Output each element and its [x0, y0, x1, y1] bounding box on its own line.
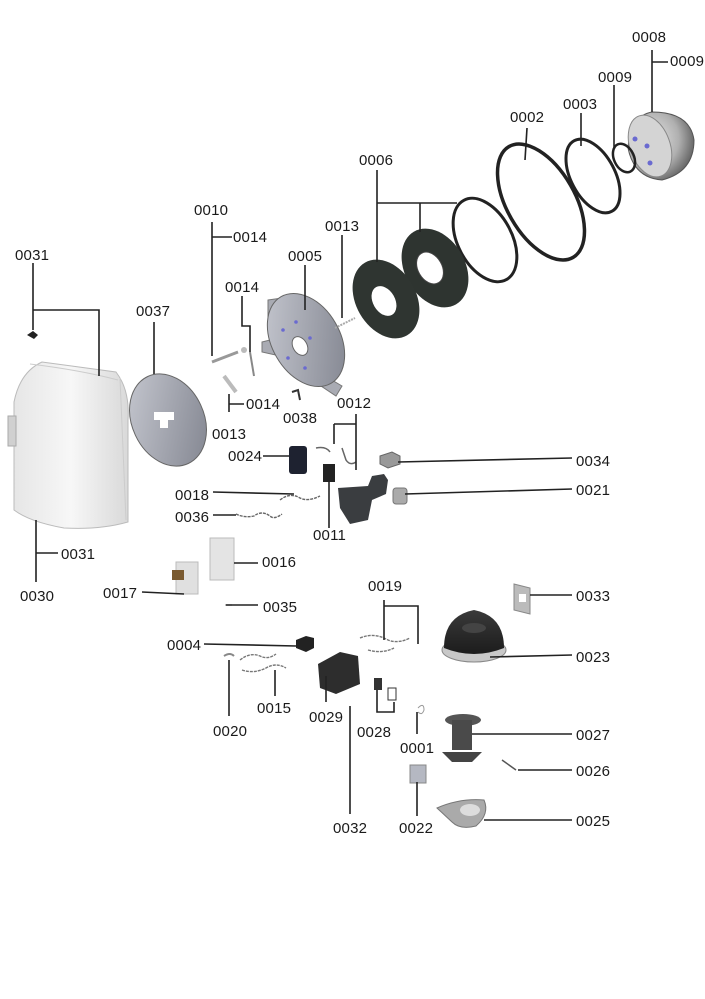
part-0003-o-ring: [564, 137, 622, 215]
part-0026-pin: [501, 759, 517, 771]
label-0011: 0011: [313, 527, 347, 544]
label-0035: 0035: [263, 599, 298, 616]
part-0028-gasket-a: [374, 678, 382, 690]
label-0017: 0017: [103, 585, 138, 602]
part-0005-burner-flange: [261, 292, 346, 397]
label-0009: 0009: [598, 69, 633, 86]
part-0001-spring: [417, 704, 425, 715]
part-0002-o-ring-large: [495, 142, 587, 262]
part-0006-gasket-flat: [352, 259, 420, 339]
label-0031: 0031: [61, 546, 96, 563]
label-0013: 0013: [325, 218, 360, 235]
label-0002: 0002: [510, 109, 545, 126]
label-0028: 0028: [357, 724, 392, 741]
label-0032: 0032: [333, 820, 368, 837]
part-0022-block: [409, 764, 427, 784]
part-0006-gasket-thick: [401, 228, 469, 308]
part-0038-clip: [291, 388, 301, 401]
label-0021: 0021: [576, 482, 611, 499]
label-0027: 0027: [576, 727, 611, 744]
part-0033-plate: [513, 583, 531, 615]
part-0030-burner-hood: [7, 361, 129, 529]
label-0020: 0020: [213, 723, 248, 740]
part-0018-cable: [279, 494, 321, 501]
part-0008-end-cap: [627, 111, 695, 181]
label-0029: 0029: [309, 709, 344, 726]
part-0014-pin: [249, 351, 255, 377]
part-0037-air-plate: [129, 373, 207, 467]
part-0016-terminal: [209, 537, 235, 581]
part-0015-cable: [239, 653, 287, 673]
part-0025-diffuser: [436, 799, 487, 828]
label-0025: 0025: [576, 813, 611, 830]
label-0005: 0005: [288, 248, 323, 265]
label-0031: 0031: [15, 247, 50, 264]
label-0014: 0014: [246, 396, 281, 413]
part-0023-fan-motor: [441, 610, 507, 663]
label-0022: 0022: [399, 820, 434, 837]
label-0030: 0030: [20, 588, 55, 605]
label-0010: 0010: [194, 202, 229, 219]
part-0017-connector: [172, 561, 199, 595]
label-0003: 0003: [563, 96, 598, 113]
part-0024-control-box: [289, 446, 307, 474]
part-0014-bolt: [222, 374, 238, 394]
part-0006-ring: [451, 196, 519, 284]
label-0019: 0019: [368, 578, 403, 595]
part-0021-part: [392, 487, 408, 505]
label-0026: 0026: [576, 763, 611, 780]
part-0036-cable: [235, 512, 283, 519]
label-0036: 0036: [175, 509, 210, 526]
label-0038: 0038: [283, 410, 318, 427]
label-0001: 0001: [400, 740, 435, 757]
part-0013-electrode: [334, 317, 356, 329]
label-0008: 0008: [632, 29, 667, 46]
label-0013: 0013: [212, 426, 247, 443]
label-0034: 0034: [576, 453, 611, 470]
part-bracket: [338, 474, 388, 524]
part-0027-air-housing: [442, 714, 482, 762]
label-0033: 0033: [576, 588, 611, 605]
part-0010-screw: [211, 347, 247, 364]
label-0018: 0018: [175, 487, 210, 504]
part-0009-o-ring-small: [611, 142, 637, 174]
part-0011-sensor: [323, 464, 335, 482]
label-0037: 0037: [136, 303, 171, 320]
label-0004: 0004: [167, 637, 202, 654]
part-0020-fitting: [223, 653, 235, 657]
part-0012-cable: [315, 446, 357, 465]
part-0019-cable: [359, 634, 411, 653]
label-0023: 0023: [576, 649, 611, 666]
label-0006: 0006: [359, 152, 394, 169]
label-0016: 0016: [262, 554, 297, 571]
part-0031-clip-a: [27, 331, 38, 339]
part-0028-gasket-b: [387, 687, 397, 701]
part-0004-plug: [296, 636, 314, 652]
part-0034-part: [379, 451, 401, 469]
label-0014: 0014: [233, 229, 268, 246]
label-0015: 0015: [257, 700, 292, 717]
leader-lines: [32, 50, 668, 821]
label-0012: 0012: [337, 395, 372, 412]
label-0014: 0014: [225, 279, 260, 296]
label-0024: 0024: [228, 448, 263, 465]
part-0029-valve: [318, 652, 360, 694]
label-0009: 0009: [670, 53, 705, 70]
